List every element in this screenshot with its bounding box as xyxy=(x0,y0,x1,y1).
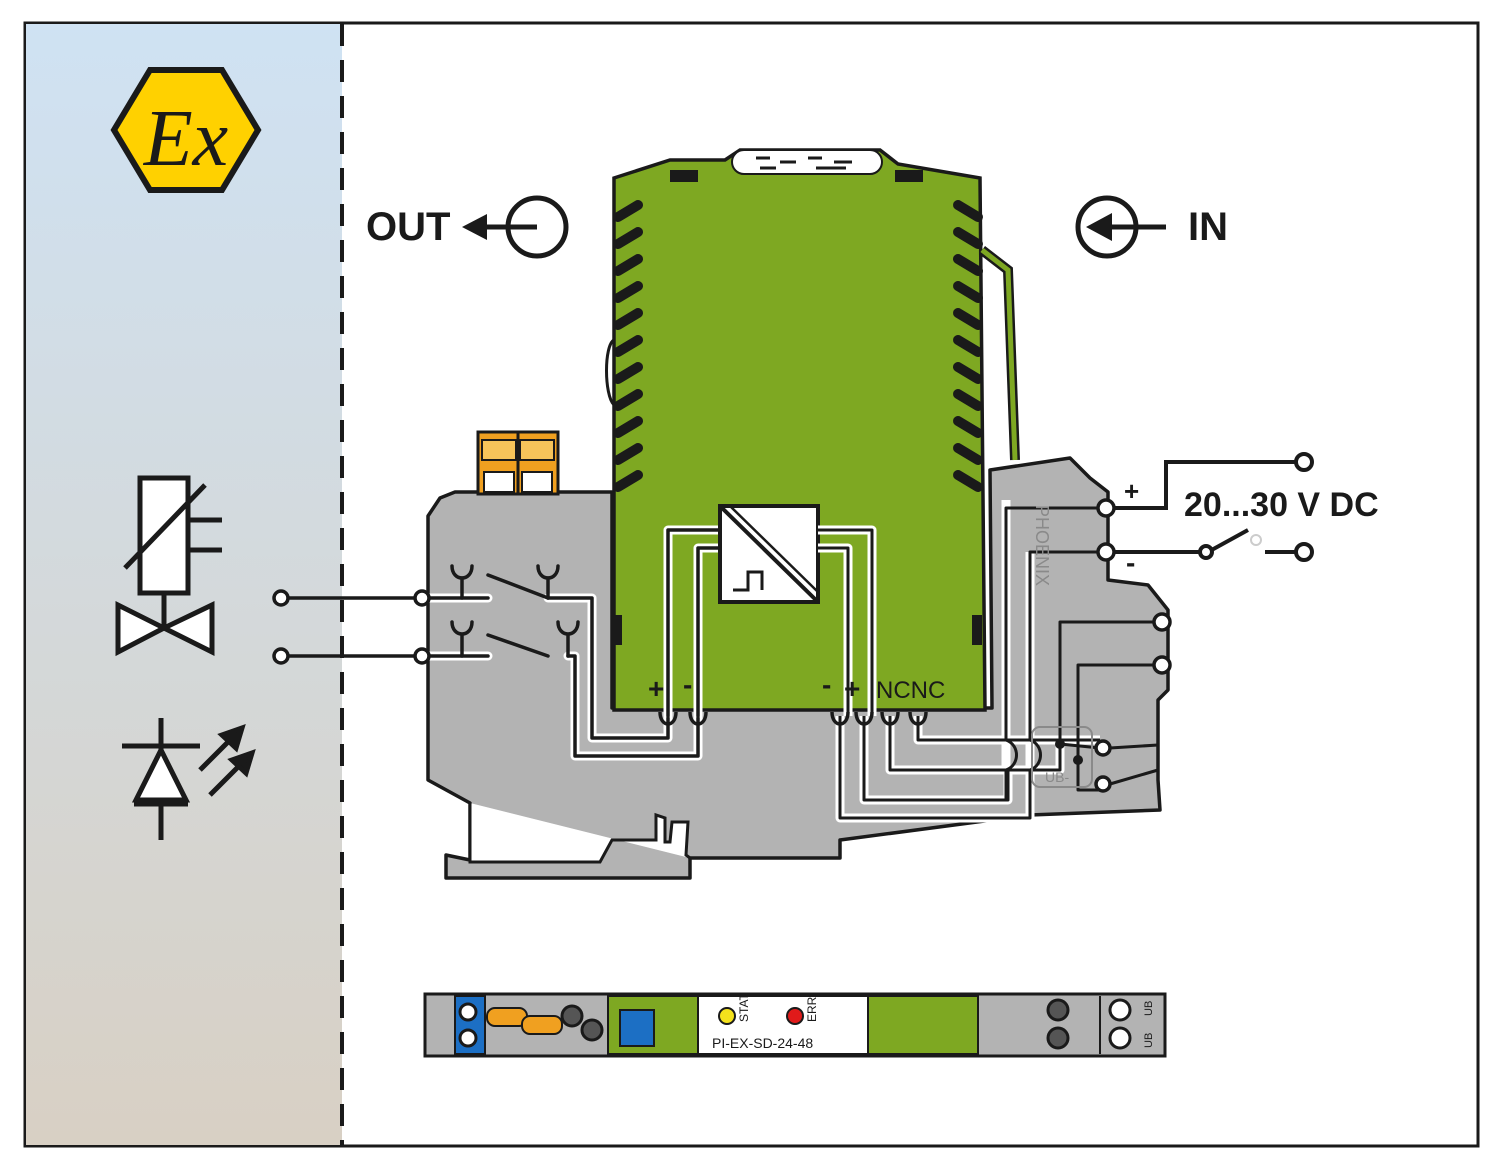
isolation-converter-icon xyxy=(718,504,820,604)
ub-terminal-1 xyxy=(1094,739,1112,757)
led-diode-icon xyxy=(122,718,256,840)
vent-slot xyxy=(953,254,983,276)
out-label: OUT xyxy=(366,205,450,249)
out-plus-label: + xyxy=(648,673,664,704)
vent-slot xyxy=(613,335,643,357)
in-label: IN xyxy=(1188,205,1228,249)
vent-slot xyxy=(953,308,983,330)
vent-slot xyxy=(953,389,983,411)
output-terminal-2 xyxy=(413,647,431,665)
vent-slot xyxy=(953,362,983,384)
vent-slot xyxy=(953,416,983,438)
model-label: PI-EX-SD-24-48 xyxy=(712,1035,813,1051)
vent-slot xyxy=(953,200,983,222)
out-indicator: OUT xyxy=(366,195,569,259)
input-terminal-forks xyxy=(658,711,928,726)
isolator-module xyxy=(605,148,1020,712)
vent-slot xyxy=(613,200,643,222)
supply-minus-terminal xyxy=(1294,542,1314,562)
vent-slot xyxy=(613,443,643,465)
switch-pivot xyxy=(1198,544,1214,560)
ub-label-1: UB xyxy=(1143,1001,1155,1016)
err-label: ERR xyxy=(805,996,819,1022)
vent-slot xyxy=(613,470,643,492)
vent-slots-right xyxy=(953,200,983,492)
supply-plus-label: + xyxy=(1124,476,1139,506)
field-terminal-1 xyxy=(272,589,290,607)
vent-slot xyxy=(613,254,643,276)
in-minus-label: - xyxy=(822,669,831,700)
ex-hexagon-icon: Ex xyxy=(110,67,262,193)
stat-label: STAT xyxy=(737,992,751,1022)
module-front-view: STAT ERR PI-EX-SD-24-48 UB UB xyxy=(423,992,1167,1058)
solenoid-valve-icon xyxy=(115,475,222,657)
ub-terminal-2 xyxy=(1094,775,1112,793)
vent-slot xyxy=(613,308,643,330)
vent-slot xyxy=(613,389,643,411)
vent-slot xyxy=(613,416,643,438)
vent-slot xyxy=(953,470,983,492)
vent-slot xyxy=(613,362,643,384)
vent-slot xyxy=(613,227,643,249)
nc-terminal-1 xyxy=(1152,612,1172,632)
stat-led-icon xyxy=(718,1007,736,1025)
supply-plus-terminal xyxy=(1294,452,1314,472)
brand-label: PHOENIX xyxy=(1032,505,1052,586)
nc-label: NCNC xyxy=(876,677,945,704)
supply-terminal-plus xyxy=(1096,498,1116,518)
out-minus-label: - xyxy=(683,669,692,700)
vent-slots-left xyxy=(613,200,643,492)
vent-slot xyxy=(953,443,983,465)
ex-label: Ex xyxy=(143,95,228,183)
nc-terminal-2 xyxy=(1152,655,1172,675)
vent-slot xyxy=(953,335,983,357)
input-wiring xyxy=(818,500,1162,823)
vent-slot xyxy=(953,281,983,303)
supply-wiring xyxy=(1114,460,1296,554)
switch-contact xyxy=(1250,534,1262,546)
ub-side-label: UB- xyxy=(1045,769,1069,785)
out-arrow-icon xyxy=(462,214,487,240)
vent-slot xyxy=(613,281,643,303)
ub-label-2: UB xyxy=(1143,1033,1155,1048)
supply-terminal-minus xyxy=(1096,542,1116,562)
field-terminal-2 xyxy=(272,647,290,665)
output-wiring xyxy=(417,525,725,761)
plug-in-terminal-block[interactable] xyxy=(476,430,560,496)
vent-slot xyxy=(953,227,983,249)
output-terminal-1 xyxy=(413,589,431,607)
in-arrow-icon xyxy=(1086,213,1112,241)
field-wiring xyxy=(281,596,422,658)
supply-minus-label: - xyxy=(1126,547,1135,578)
in-indicator: IN xyxy=(1075,195,1228,259)
in-plus-label: + xyxy=(844,673,860,704)
err-led-icon xyxy=(786,1007,804,1025)
supply-voltage-label: 20...30 V DC xyxy=(1184,486,1379,524)
